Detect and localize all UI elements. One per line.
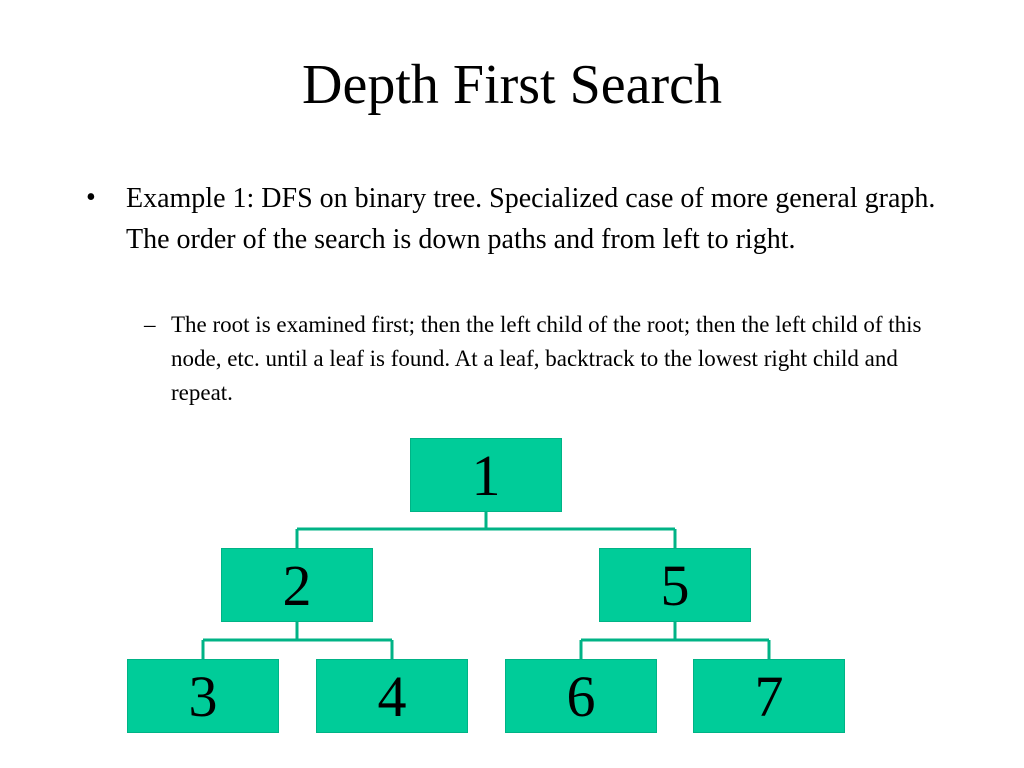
tree-node-1: 1: [410, 438, 562, 512]
tree-node-7: 7: [693, 659, 845, 733]
tree-node-4: 4: [316, 659, 468, 733]
sub-bullet-text: The root is examined first; then the lef…: [171, 312, 922, 405]
bullet-text: Example 1: DFS on binary tree. Specializ…: [126, 183, 936, 255]
bullet-marker: •: [86, 182, 96, 213]
tree-node-2: 2: [221, 548, 373, 622]
tree-node-6: 6: [505, 659, 657, 733]
sub-bullet-marker: –: [144, 312, 156, 337]
slide-title: Depth First Search: [302, 54, 722, 116]
tree-node-5: 5: [599, 548, 751, 622]
tree-node-3: 3: [127, 659, 279, 733]
